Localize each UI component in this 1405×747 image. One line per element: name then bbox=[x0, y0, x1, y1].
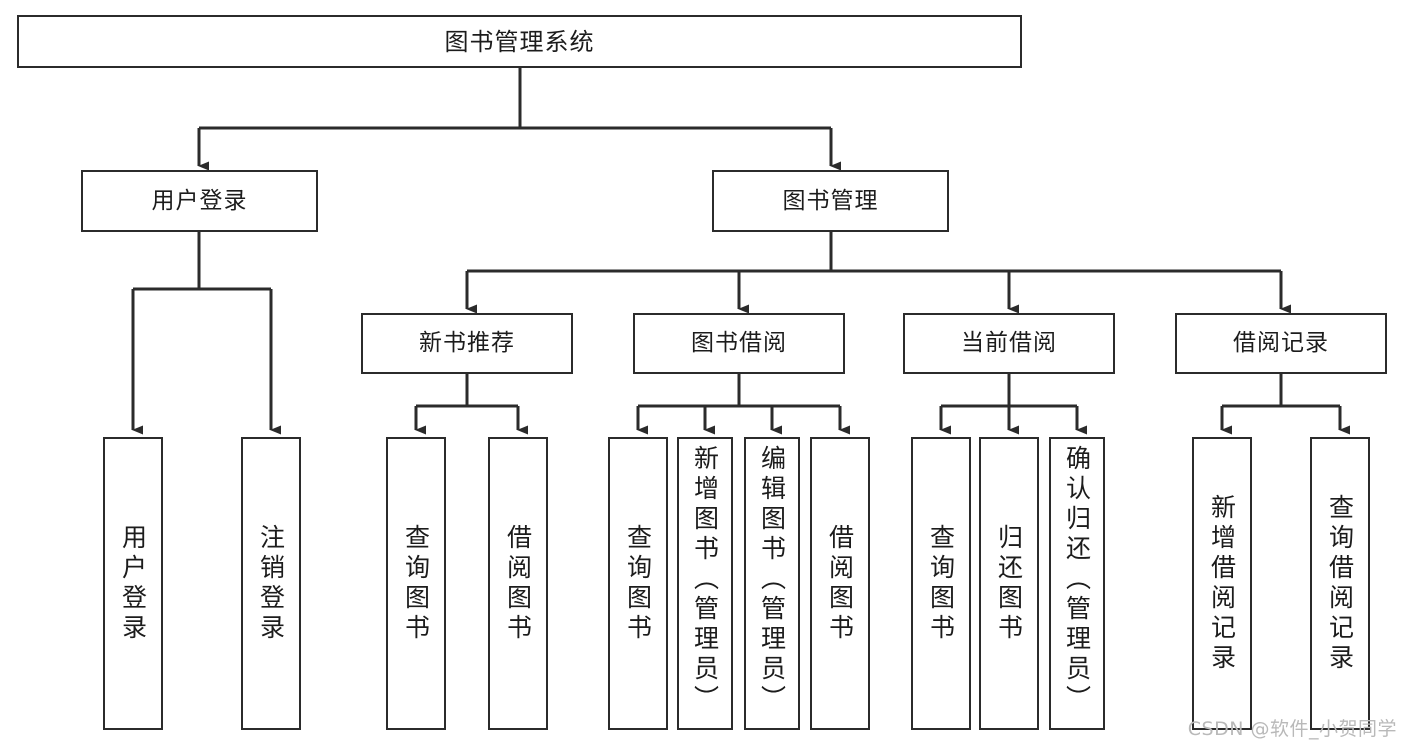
node-new-book-recommend[interactable]: 新书推荐 bbox=[361, 313, 573, 374]
node-label: 查询图书 bbox=[926, 523, 956, 644]
leaf-confirm-return-admin[interactable]: 确认归还（管理员） bbox=[1049, 437, 1105, 730]
node-label: 图书借阅 bbox=[691, 330, 787, 356]
node-book-borrow[interactable]: 图书借阅 bbox=[633, 313, 845, 374]
node-label: 查询图书 bbox=[623, 523, 653, 644]
node-label: 图书管理系统 bbox=[444, 27, 595, 56]
node-label: 查询借阅记录 bbox=[1325, 493, 1355, 674]
node-label: 新增图书（管理员） bbox=[690, 445, 720, 715]
node-user-login[interactable]: 用户登录 bbox=[81, 170, 318, 232]
leaf-query-book-current[interactable]: 查询图书 bbox=[911, 437, 971, 730]
csdn-watermark: CSDN @软件_小贺同学 bbox=[1187, 718, 1397, 740]
leaf-logout[interactable]: 注销登录 bbox=[241, 437, 301, 730]
node-label: 用户登录 bbox=[151, 187, 248, 214]
node-label: 当前借阅 bbox=[961, 330, 1057, 356]
leaf-add-book-admin[interactable]: 新增图书（管理员） bbox=[677, 437, 733, 730]
leaf-return-book[interactable]: 归还图书 bbox=[979, 437, 1039, 730]
node-root-system[interactable]: 图书管理系统 bbox=[17, 15, 1022, 68]
node-label: 注销登录 bbox=[256, 523, 286, 644]
node-label: 图书管理 bbox=[782, 187, 879, 214]
leaf-query-book-borrow[interactable]: 查询图书 bbox=[608, 437, 668, 730]
node-label: 新书推荐 bbox=[419, 330, 515, 356]
node-label: 用户登录 bbox=[118, 523, 148, 644]
node-borrow-records[interactable]: 借阅记录 bbox=[1175, 313, 1387, 374]
leaf-user-login[interactable]: 用户登录 bbox=[103, 437, 163, 730]
node-label: 借阅图书 bbox=[503, 523, 533, 644]
node-label: 编辑图书（管理员） bbox=[757, 445, 787, 715]
node-label: 借阅图书 bbox=[825, 523, 855, 644]
node-label: 新增借阅记录 bbox=[1207, 493, 1237, 674]
node-label: 归还图书 bbox=[994, 523, 1024, 644]
node-label: 确认归还（管理员） bbox=[1062, 445, 1092, 715]
node-label: 查询图书 bbox=[401, 523, 431, 644]
leaf-query-book-newrec[interactable]: 查询图书 bbox=[386, 437, 446, 730]
leaf-edit-book-admin[interactable]: 编辑图书（管理员） bbox=[744, 437, 800, 730]
leaf-add-borrow-record[interactable]: 新增借阅记录 bbox=[1192, 437, 1252, 730]
leaf-borrow-book-newrec[interactable]: 借阅图书 bbox=[488, 437, 548, 730]
node-current-borrow[interactable]: 当前借阅 bbox=[903, 313, 1115, 374]
leaf-query-borrow-record[interactable]: 查询借阅记录 bbox=[1310, 437, 1370, 730]
node-label: 借阅记录 bbox=[1233, 330, 1329, 356]
leaf-borrow-book[interactable]: 借阅图书 bbox=[810, 437, 870, 730]
node-book-management[interactable]: 图书管理 bbox=[712, 170, 949, 232]
